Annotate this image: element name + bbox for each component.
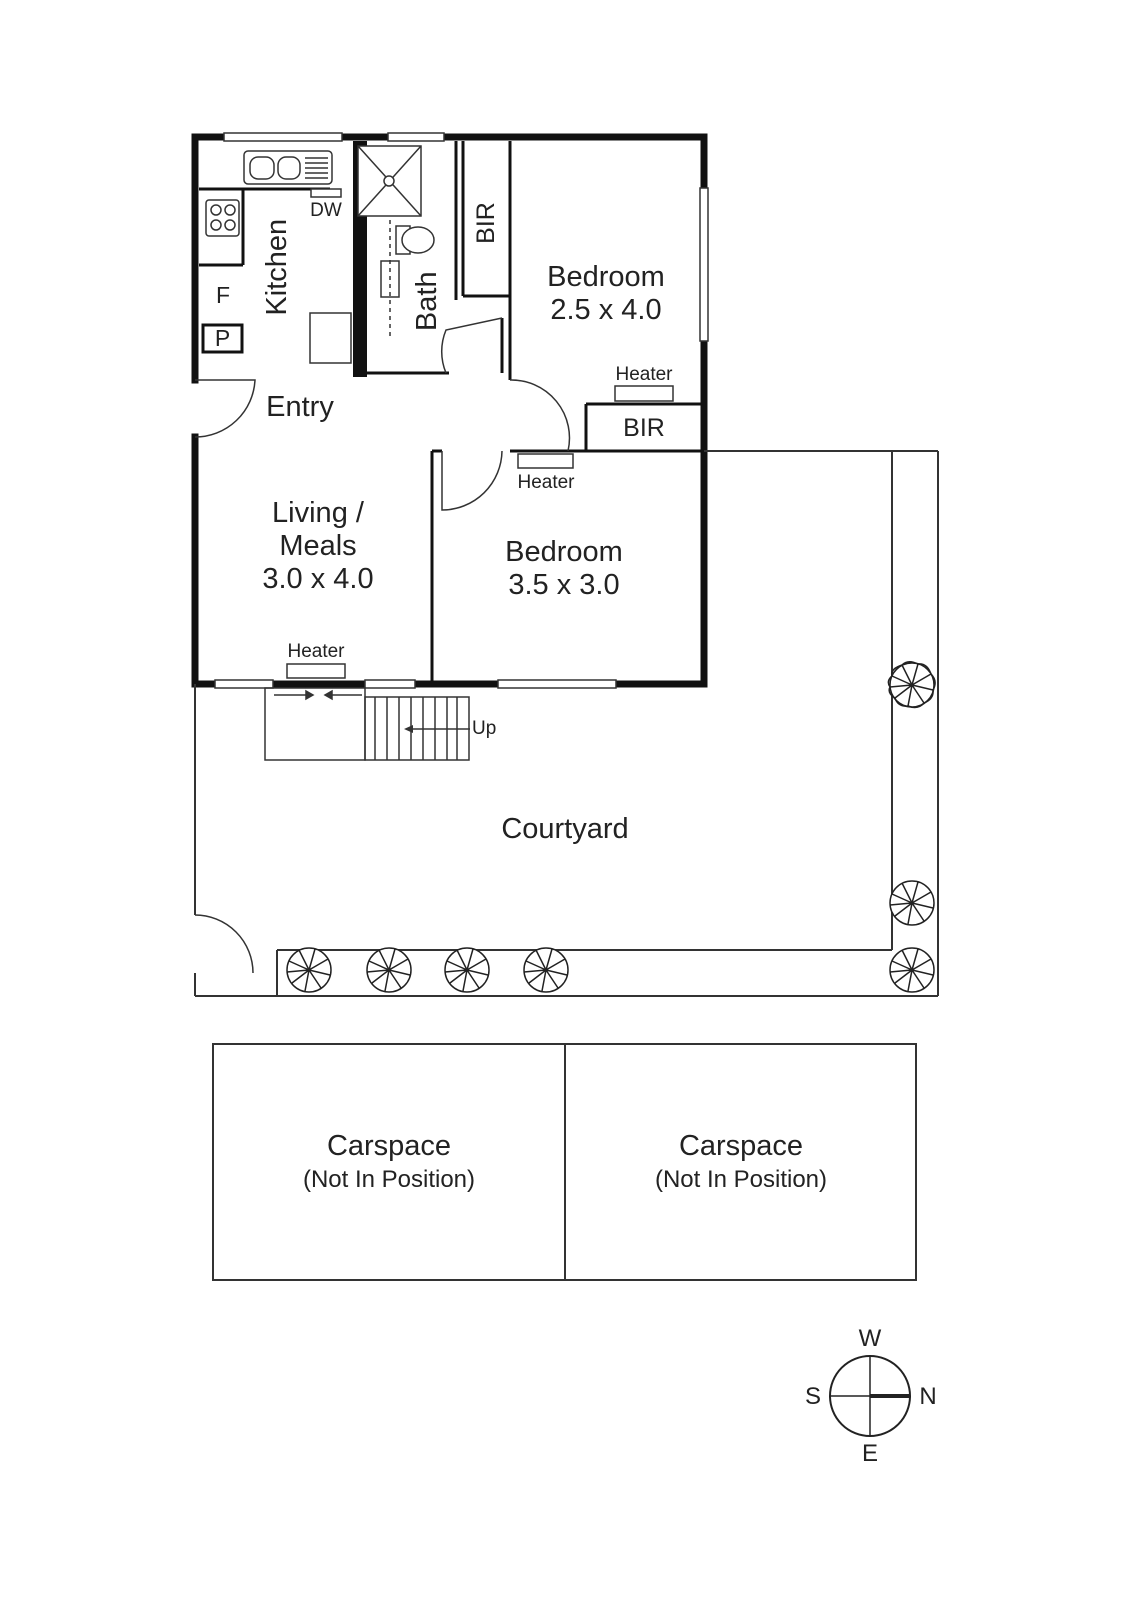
bedroom1-size: 2.5 x 4.0 — [550, 294, 662, 326]
entry-label: Entry — [266, 391, 334, 423]
heater-living-icon — [286, 663, 346, 679]
shrub-icon — [366, 947, 412, 993]
sink-icon — [243, 150, 333, 185]
interior-walls — [199, 141, 704, 684]
vanity-icon — [380, 220, 400, 340]
heater-bedroom2-icon — [517, 453, 574, 469]
living-name-line2: Meals — [279, 530, 357, 562]
dishwasher-marker — [310, 188, 342, 198]
heater-bedroom1-icon — [614, 385, 674, 402]
shrub-icon — [889, 880, 935, 926]
dw-label: DW — [310, 200, 342, 221]
heater-bedroom2-label: Heater — [517, 472, 575, 493]
carspace-right-name: Carspace — [678, 1130, 804, 1162]
sliding-door-arrows — [274, 689, 362, 701]
carspace-boxes — [212, 1043, 917, 1281]
carspace-left-note: (Not In Position) — [302, 1166, 476, 1193]
kitchen-island — [309, 312, 352, 364]
fridge-label: F — [215, 282, 231, 308]
bath-label: Bath — [410, 271, 443, 332]
compass-n-label: N — [919, 1383, 937, 1410]
bedroom1-name: Bedroom — [547, 261, 665, 293]
shower-icon — [357, 145, 422, 217]
door-swings — [194, 317, 571, 974]
bedroom2-size: 3.5 x 3.0 — [508, 569, 620, 601]
living-size: 3.0 x 4.0 — [262, 563, 374, 595]
compass-e-label: E — [861, 1440, 878, 1467]
bir-top-label: BIR — [472, 202, 500, 244]
stairs — [264, 687, 470, 761]
shrub-icon — [523, 947, 569, 993]
heater-bedroom1-label: Heater — [615, 364, 673, 385]
pantry-box — [201, 323, 244, 354]
carspace-left-name: Carspace — [326, 1130, 452, 1162]
compass-icon — [829, 1355, 911, 1437]
pantry-label: P — [214, 325, 231, 351]
compass-s-label: S — [804, 1383, 821, 1410]
courtyard-label: Courtyard — [501, 813, 629, 845]
windows — [214, 132, 709, 689]
shrub-icon — [887, 661, 936, 709]
shrub-icon — [444, 947, 490, 993]
compass-w-label: W — [858, 1325, 882, 1352]
carspace-right-note: (Not In Position) — [654, 1166, 828, 1193]
toilet-icon — [395, 225, 435, 255]
stairs-arrow-icon — [404, 725, 413, 733]
cooktop-icon — [205, 199, 240, 237]
shrub-icon — [286, 947, 332, 993]
living-name-line1: Living / — [272, 497, 364, 529]
stairs-up-label: Up — [472, 718, 497, 739]
kitchen-label: Kitchen — [260, 218, 293, 316]
bir-mid-label: BIR — [623, 414, 665, 442]
shrub-icon — [889, 947, 935, 993]
heater-living-label: Heater — [287, 641, 345, 662]
bedroom2-name: Bedroom — [505, 536, 623, 568]
